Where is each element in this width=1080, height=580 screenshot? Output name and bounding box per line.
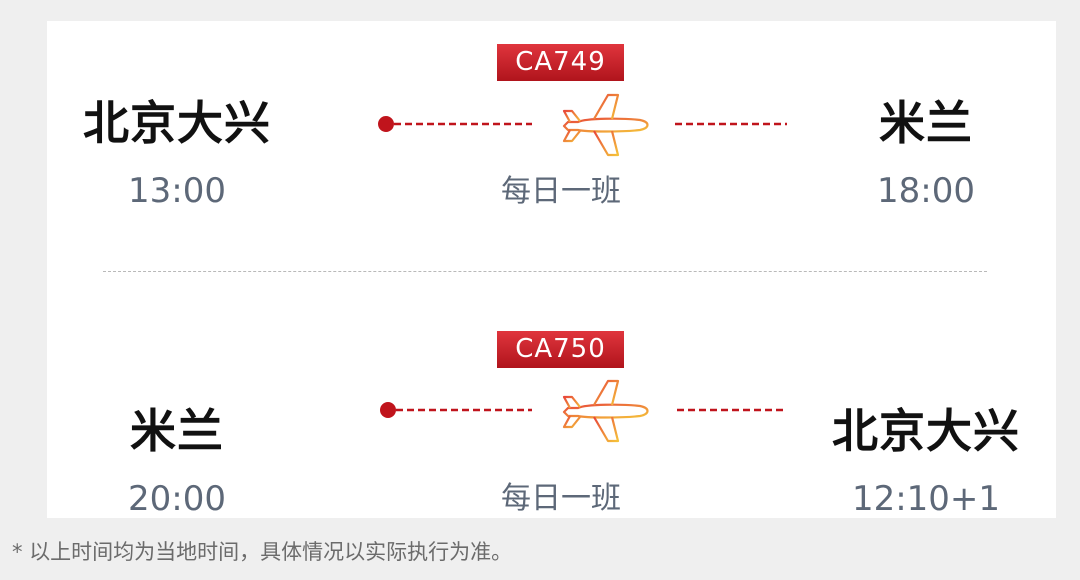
departure-time: 13:00 — [128, 171, 226, 211]
arrival-time: 12:10+1 — [851, 479, 1001, 519]
airplane-icon — [562, 379, 649, 443]
flight-row-ca750: 米兰 20:00 CA750 每日一班 北京大兴 — [47, 307, 1056, 555]
origin-dot — [378, 116, 394, 132]
row-divider — [103, 271, 987, 272]
frequency-label: 每日一班 — [501, 174, 621, 209]
flight-number-badge: CA750 — [497, 331, 624, 368]
route-line — [380, 379, 787, 443]
flight-row-ca749: 北京大兴 13:00 CA749 每日一班 米兰 — [47, 21, 1056, 269]
destination-city: 北京大兴 — [832, 404, 1020, 458]
arrival-time: 18:00 — [877, 171, 975, 211]
flight-number-badge: CA749 — [497, 44, 624, 81]
destination-city: 米兰 — [879, 96, 973, 150]
frequency-label: 每日一班 — [501, 481, 621, 516]
departure-time: 20:00 — [128, 479, 226, 519]
origin-city: 米兰 — [130, 404, 224, 458]
airplane-icon — [562, 93, 649, 157]
flight-schedule-card: 北京大兴 13:00 CA749 每日一班 米兰 — [47, 21, 1056, 519]
origin-dot — [380, 402, 396, 418]
footnote: * 以上时间均为当地时间，具体情况以实际执行为准。 — [12, 540, 513, 564]
origin-city: 北京大兴 — [83, 96, 271, 150]
route-line — [378, 93, 787, 157]
